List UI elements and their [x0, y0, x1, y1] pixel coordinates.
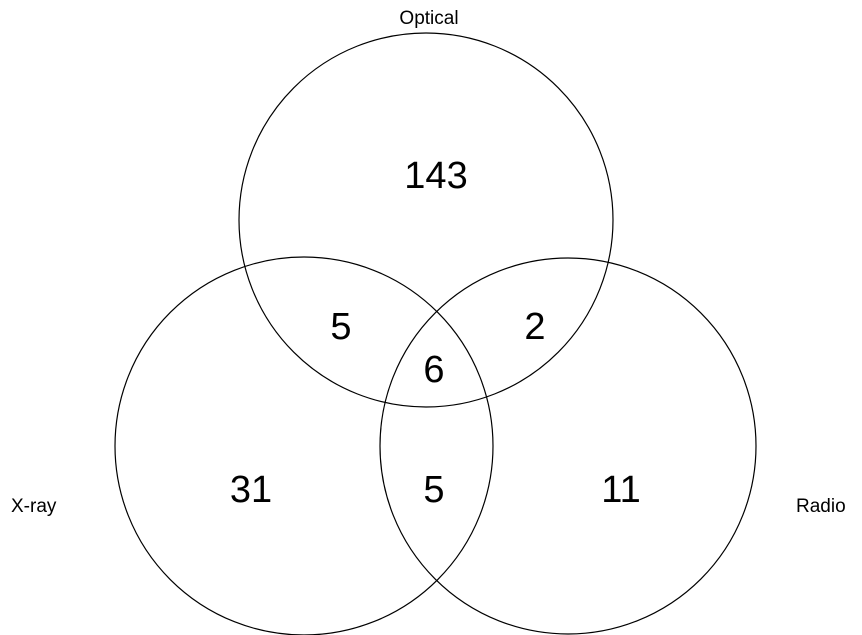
xray-radio-count: 5 — [423, 469, 444, 511]
optical-set-label: Optical — [399, 8, 458, 29]
radio-circle — [379, 257, 757, 635]
radio-only-count: 11 — [601, 469, 640, 511]
optical-only-count: 143 — [404, 155, 467, 197]
xray-only-count: 31 — [230, 469, 272, 511]
optical-circle — [238, 32, 614, 408]
all-three-count: 6 — [423, 349, 444, 391]
optical-radio-count: 2 — [524, 306, 545, 348]
xray-set-label: X-ray — [11, 496, 57, 517]
radio-set-label: Radio — [796, 496, 846, 517]
xray-circle — [114, 256, 494, 635]
optical-xray-count: 5 — [330, 306, 351, 348]
